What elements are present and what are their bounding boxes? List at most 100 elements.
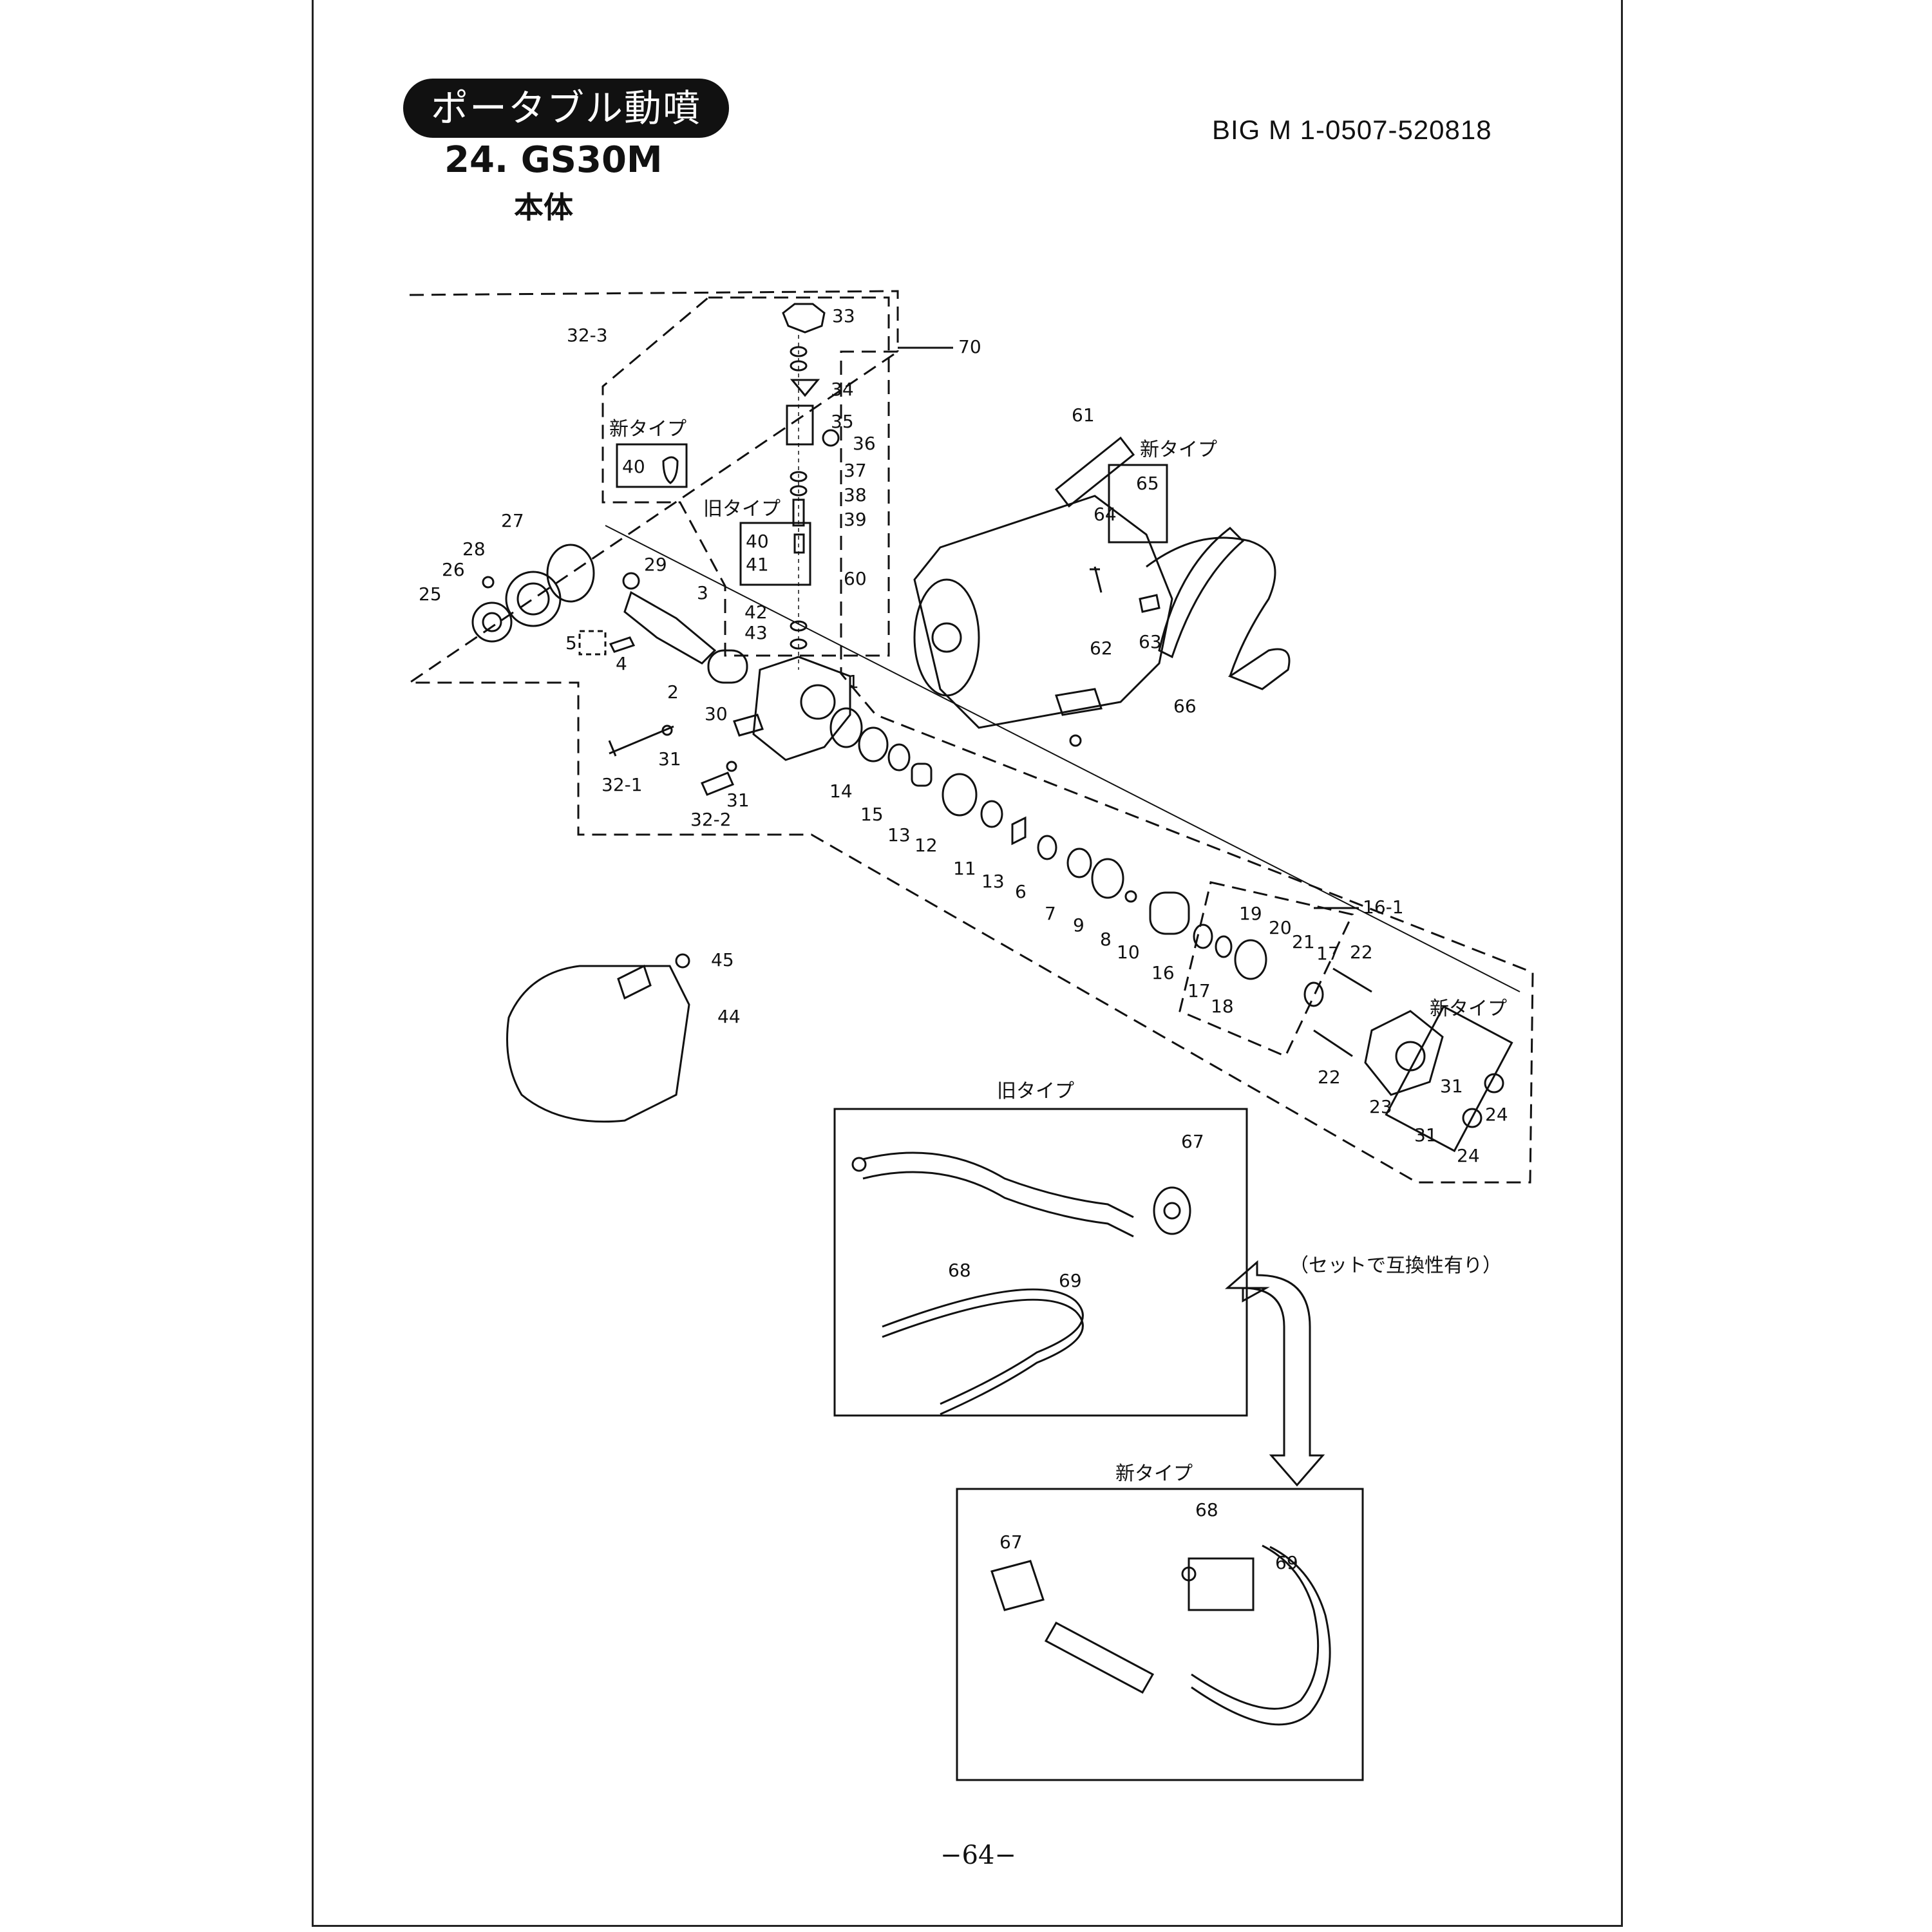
label-2: 2 bbox=[667, 681, 679, 703]
label-14: 14 bbox=[829, 781, 853, 802]
label-40-old: 40 bbox=[746, 531, 769, 552]
label-17-b: 17 bbox=[1316, 943, 1340, 964]
interchange-note: （セットで互換性有り） bbox=[1289, 1255, 1502, 1277]
label-12: 12 bbox=[914, 835, 938, 856]
cord bbox=[1146, 536, 1276, 677]
valve-40-new bbox=[662, 456, 679, 484]
new-type-40-box bbox=[616, 443, 688, 488]
bolt-32-2 bbox=[700, 772, 735, 796]
oring-13 bbox=[887, 743, 911, 772]
label-11: 11 bbox=[953, 858, 976, 879]
motor-60 bbox=[913, 495, 1173, 729]
interchange-arrow[interactable] bbox=[1224, 1260, 1325, 1487]
seat-9 bbox=[1066, 848, 1092, 878]
label-9: 9 bbox=[1073, 914, 1084, 936]
label-30: 30 bbox=[705, 703, 728, 724]
bearing-28 bbox=[505, 571, 562, 627]
cylinder-2 bbox=[707, 649, 748, 684]
valve-19 bbox=[1234, 939, 1267, 980]
label-24-b: 24 bbox=[1457, 1145, 1480, 1166]
washer-part bbox=[790, 346, 808, 357]
label-41: 41 bbox=[746, 554, 769, 575]
handle-61 bbox=[1054, 436, 1135, 508]
label-42: 42 bbox=[744, 601, 768, 623]
screw-66 bbox=[1069, 734, 1082, 747]
label-33: 33 bbox=[832, 305, 855, 327]
belt-cover-44 bbox=[506, 965, 690, 1123]
motor-shaft bbox=[931, 622, 962, 653]
nipple-68 bbox=[851, 1157, 867, 1172]
label-32-1: 32-1 bbox=[601, 774, 643, 795]
shaft-3 bbox=[623, 591, 717, 665]
seal-14 bbox=[829, 707, 863, 748]
label-16: 16 bbox=[1151, 962, 1175, 983]
body-35 bbox=[786, 404, 814, 446]
model-title: 24. GS30M bbox=[444, 139, 663, 181]
pump-body-1 bbox=[752, 656, 851, 761]
label-34: 34 bbox=[831, 379, 854, 400]
hose-69-new bbox=[1191, 1544, 1320, 1710]
old-type-box bbox=[833, 1108, 1248, 1417]
label-old-type-a: 旧タイプ bbox=[703, 498, 781, 520]
label-70: 70 bbox=[958, 336, 981, 357]
valve-40 bbox=[793, 533, 805, 554]
label-67-new: 67 bbox=[999, 1531, 1023, 1553]
pin-5 bbox=[578, 630, 607, 656]
washer-38 bbox=[790, 485, 808, 497]
ring-27 bbox=[546, 544, 595, 603]
pump-body-port bbox=[800, 684, 836, 720]
chamber-16 bbox=[1149, 891, 1190, 935]
filter-67-old bbox=[1153, 1186, 1191, 1235]
valve-8 bbox=[1091, 858, 1124, 899]
label-5: 5 bbox=[565, 632, 577, 654]
label-43: 43 bbox=[744, 622, 768, 643]
label-6: 6 bbox=[1015, 881, 1027, 902]
label-28: 28 bbox=[462, 538, 486, 560]
label-18: 18 bbox=[1211, 996, 1234, 1017]
label-69-new: 69 bbox=[1275, 1552, 1298, 1573]
label-65: 65 bbox=[1136, 473, 1159, 494]
label-22-a: 22 bbox=[1350, 942, 1373, 963]
key-4 bbox=[609, 636, 636, 653]
new-type-24-31-box bbox=[1385, 1005, 1513, 1153]
cord-guard-new bbox=[1158, 527, 1245, 659]
spacer-12 bbox=[911, 762, 933, 787]
label-3: 3 bbox=[697, 582, 708, 603]
document-code: BIG M 1-0507-520818 bbox=[1212, 115, 1492, 145]
label-36: 36 bbox=[853, 433, 876, 454]
label-63: 63 bbox=[1139, 631, 1162, 652]
label-7: 7 bbox=[1045, 903, 1056, 924]
label-35: 35 bbox=[831, 411, 854, 432]
label-20: 20 bbox=[1269, 917, 1292, 938]
label-44: 44 bbox=[717, 1006, 741, 1027]
screw-45 bbox=[675, 953, 690, 969]
hose-69-old bbox=[882, 1288, 1084, 1405]
screw-62 bbox=[1090, 566, 1103, 593]
new-type-box bbox=[956, 1488, 1364, 1781]
cylinder-11 bbox=[942, 773, 978, 817]
label-64: 64 bbox=[1094, 504, 1117, 525]
label-new-type-c: 新タイプ bbox=[1430, 998, 1507, 1020]
knob-33 bbox=[782, 303, 826, 334]
bolt-24 bbox=[1484, 1073, 1504, 1094]
label-13-a: 13 bbox=[887, 824, 911, 846]
oring-13b bbox=[980, 800, 1003, 828]
ball-10 bbox=[1124, 890, 1137, 903]
label-29: 29 bbox=[644, 554, 667, 575]
label-31-a: 31 bbox=[658, 748, 681, 770]
label-17-a: 17 bbox=[1188, 980, 1211, 1001]
label-60: 60 bbox=[844, 568, 867, 589]
motor-60-end bbox=[913, 578, 980, 697]
bolt-22b bbox=[1313, 1029, 1353, 1057]
filter-67-new bbox=[990, 1560, 1045, 1611]
label-45: 45 bbox=[711, 949, 734, 971]
label-16-1: 16-1 bbox=[1363, 896, 1404, 918]
mount-66 bbox=[1055, 688, 1103, 716]
label-66: 66 bbox=[1173, 696, 1197, 717]
label-22-b: 22 bbox=[1318, 1066, 1341, 1088]
fitting-30 bbox=[733, 714, 764, 737]
category-badge: ポータブル動噴 bbox=[403, 79, 729, 138]
label-32-3: 32-3 bbox=[567, 325, 608, 346]
old-type-40-41-box bbox=[739, 522, 811, 586]
bolt-24b bbox=[1462, 1108, 1482, 1128]
